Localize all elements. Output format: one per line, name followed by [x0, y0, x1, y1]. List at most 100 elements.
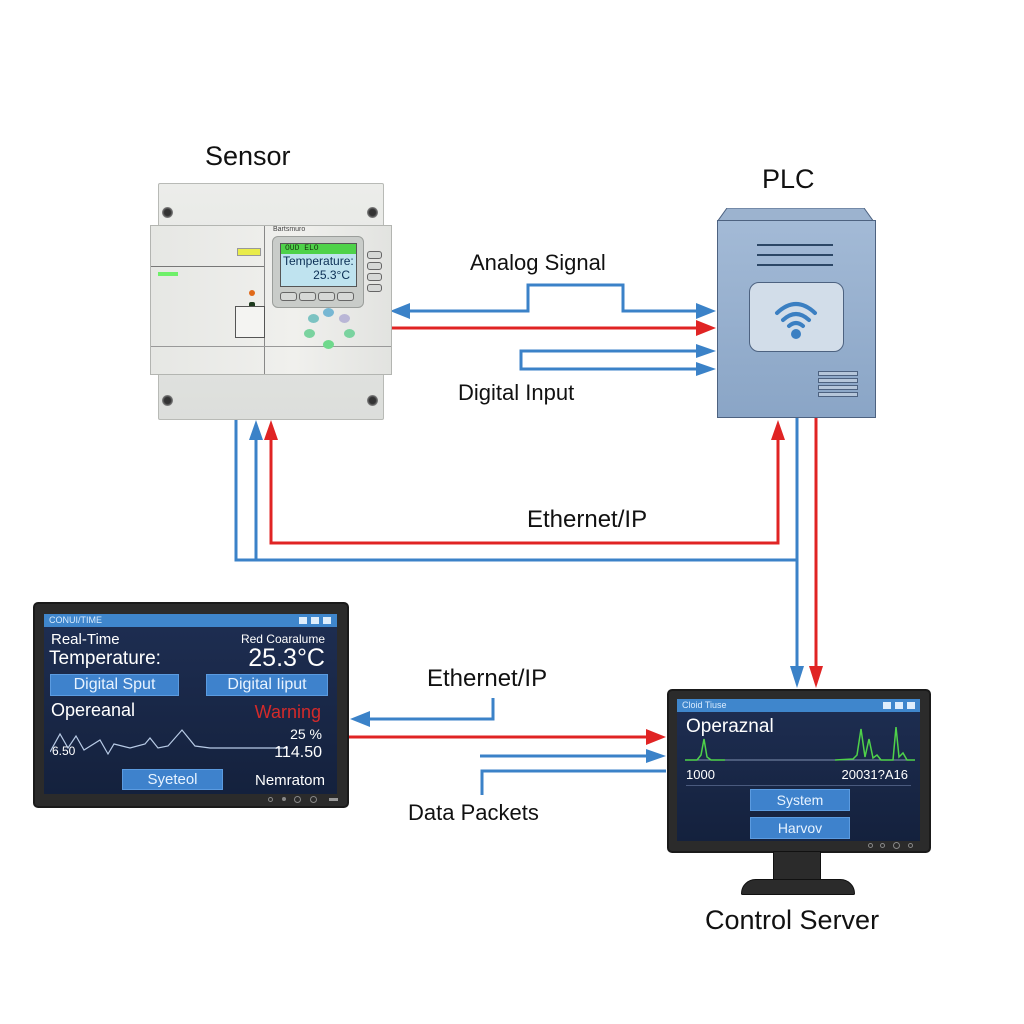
- arrowhead-right: [696, 320, 716, 336]
- server-title: Cloid Tiuse: [682, 700, 727, 710]
- percent-value: 25 %: [290, 726, 322, 742]
- hmi-trend-graph: [50, 729, 288, 756]
- axis-right-label: 20031?A16: [841, 767, 908, 782]
- arrowhead-right: [696, 303, 716, 319]
- plc-lid: [717, 208, 874, 222]
- digital-input-button-right[interactable]: Digital Iiput: [206, 674, 328, 696]
- wifi-panel: [749, 282, 844, 352]
- temperature-label: Temperature:: [49, 648, 161, 669]
- terminal-diagram: [235, 306, 265, 338]
- status-text: Opereanal: [51, 700, 136, 720]
- axis-left-label: 1000: [686, 767, 715, 782]
- monitor-button[interactable]: [310, 796, 317, 803]
- sensor-front-panel: Bartsmuro OUD ELO Temperature: 25.3°C: [150, 225, 392, 375]
- side-button[interactable]: [367, 262, 382, 270]
- monitor-button[interactable]: [880, 843, 885, 848]
- device-brand: Bartsmuro: [273, 226, 306, 233]
- led-orange-icon: [249, 290, 255, 296]
- keypad-down[interactable]: [323, 340, 334, 349]
- monitor-button[interactable]: [282, 797, 286, 801]
- right-caption: Red Coaralume: [240, 632, 325, 646]
- grille-slot: [818, 385, 858, 390]
- keypad-up-right[interactable]: [339, 314, 350, 323]
- control-server-screen: Cloid Tiuse Operaznal 1000 20031?A16 Sys…: [677, 699, 920, 841]
- monitor-button[interactable]: [294, 796, 301, 803]
- keypad-up[interactable]: [323, 308, 334, 317]
- maximize-icon[interactable]: [895, 702, 903, 709]
- minimize-icon[interactable]: [299, 617, 307, 624]
- screw-icon: [367, 207, 378, 218]
- maximize-icon[interactable]: [311, 617, 319, 624]
- screw-icon: [367, 395, 378, 406]
- footer-text: Nemratom: [254, 772, 325, 789]
- red-signal-line: [392, 320, 716, 336]
- side-button[interactable]: [367, 273, 382, 281]
- lcd-temperature-label: Temperature:: [283, 254, 354, 268]
- control-server-monitor: Cloid Tiuse Operaznal 1000 20031?A16 Sys…: [667, 689, 931, 853]
- grille-slot: [818, 378, 858, 383]
- arrowhead-left: [390, 303, 410, 319]
- control-server-label: Control Server: [705, 905, 880, 935]
- grille-slot: [818, 371, 858, 376]
- lcd-soft-button[interactable]: [299, 292, 316, 301]
- plc-device: [717, 208, 876, 418]
- keypad-up-left[interactable]: [308, 314, 319, 323]
- analog-signal-line: [390, 283, 716, 319]
- vent-line: [757, 264, 833, 266]
- lcd-temperature-value: 25.3°C: [313, 268, 350, 282]
- side-button[interactable]: [367, 251, 382, 259]
- temperature-value: 25.3°C: [248, 644, 325, 672]
- lcd-soft-button[interactable]: [337, 292, 354, 301]
- close-icon[interactable]: [907, 702, 915, 709]
- monitor-button[interactable]: [268, 797, 273, 802]
- lcd-soft-button[interactable]: [280, 292, 297, 301]
- lcd-bezel: OUD ELO Temperature: 25.3°C: [272, 236, 364, 308]
- monitor-button[interactable]: [893, 842, 900, 849]
- side-button[interactable]: [367, 284, 382, 292]
- analog-signal-label: Analog Signal: [470, 250, 606, 275]
- server-status-text: Operaznal: [686, 716, 774, 737]
- server-titlebar: Cloid Tiuse: [677, 699, 920, 712]
- arrowhead-right: [696, 344, 716, 358]
- reading-value: 114.50: [274, 744, 322, 761]
- sensor-device: Bartsmuro OUD ELO Temperature: 25.3°C: [150, 183, 392, 420]
- lcd-header: OUD ELO: [281, 244, 356, 254]
- divider: [686, 785, 911, 786]
- minimize-icon[interactable]: [883, 702, 891, 709]
- hmi-monitor: CONUI/TIME Real-Time Temperature: Red Co…: [33, 602, 349, 808]
- vent-line: [757, 254, 833, 256]
- keypad-right[interactable]: [344, 329, 355, 338]
- ethernet-lower-lines: [349, 698, 666, 795]
- plc-label: PLC: [762, 164, 815, 194]
- arrowhead-right: [696, 362, 716, 376]
- realtime-label: Real-Time: [51, 631, 120, 648]
- lcd-screen: OUD ELO Temperature: 25.3°C: [280, 243, 357, 287]
- ethernet-ip-lower-label: Ethernet/IP: [427, 665, 548, 692]
- system-button[interactable]: Syeteol: [122, 769, 223, 790]
- status-led-icon: [158, 272, 178, 276]
- data-packets-label: Data Packets: [408, 800, 539, 825]
- grille-slot: [818, 392, 858, 397]
- indicator-label: [237, 248, 261, 256]
- power-indicator: [329, 798, 338, 801]
- monitor-stand-base: [741, 879, 855, 895]
- wifi-icon: [775, 302, 817, 339]
- digital-input-line: [519, 344, 716, 376]
- graph-axis-label: 6.50: [52, 744, 76, 758]
- screw-icon: [162, 207, 173, 218]
- ethernet-ip-upper-label: Ethernet/IP: [527, 506, 648, 533]
- monitor-button[interactable]: [908, 843, 913, 848]
- close-icon[interactable]: [323, 617, 331, 624]
- server-second-button[interactable]: Harvov: [750, 817, 850, 839]
- digital-input-button-left[interactable]: Digital Sput: [50, 674, 179, 696]
- monitor-stand-neck: [773, 851, 821, 883]
- server-system-button[interactable]: System: [750, 789, 850, 811]
- hmi-titlebar: CONUI/TIME: [44, 614, 337, 627]
- monitor-button[interactable]: [868, 843, 873, 848]
- sensor-label: Sensor: [205, 141, 291, 171]
- keypad-left[interactable]: [304, 329, 315, 338]
- lcd-soft-button[interactable]: [318, 292, 335, 301]
- screw-icon: [162, 395, 173, 406]
- vent-line: [757, 244, 833, 246]
